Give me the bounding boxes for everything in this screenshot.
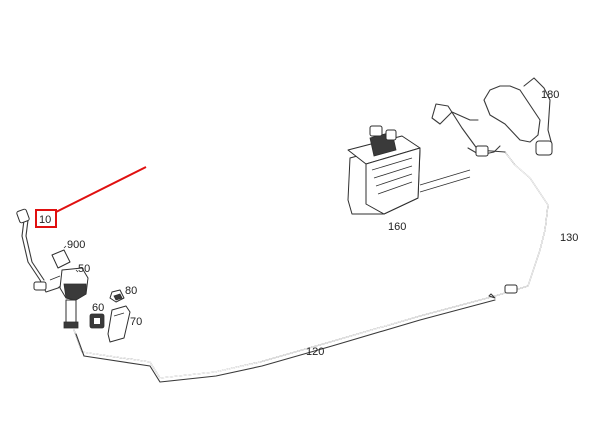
- highlight-box: [35, 209, 57, 228]
- part-70: [107, 305, 131, 343]
- callout-60[interactable]: 60: [92, 302, 104, 314]
- part-60: [89, 313, 105, 329]
- callout-10[interactable]: 10: [39, 214, 51, 226]
- pipe-connector: [504, 284, 518, 294]
- callout-120[interactable]: 120: [306, 346, 324, 358]
- callout-labels: 10 900 50 80 60 70 120 130 160 180: [39, 89, 578, 358]
- callout-160[interactable]: 160: [388, 221, 406, 233]
- highlight-leader-line: [55, 166, 147, 213]
- highlight-marker: [35, 166, 147, 228]
- callout-900[interactable]: 900: [67, 239, 85, 251]
- purge-valve-stem: [65, 299, 77, 325]
- callout-80[interactable]: 80: [125, 285, 137, 297]
- pipe-180-end-connector: [535, 140, 553, 156]
- pipe-10-clip: [33, 281, 47, 291]
- pipe-10-end: [16, 208, 30, 224]
- leader-lines: [63, 245, 79, 273]
- charcoal-canister: [347, 125, 471, 215]
- pipe-180-left-connector: [475, 145, 489, 157]
- part-80: [109, 289, 125, 303]
- purge-valve: [49, 249, 89, 329]
- callout-130[interactable]: 130: [560, 232, 578, 244]
- pipe-short-left: [16, 208, 73, 293]
- callout-50[interactable]: 50: [78, 263, 90, 275]
- pipe-120-130: [73, 151, 549, 383]
- callout-180[interactable]: 180: [541, 89, 559, 101]
- callout-70[interactable]: 70: [130, 316, 142, 328]
- pipe-180: [431, 77, 553, 157]
- part-900-connector: [51, 249, 71, 269]
